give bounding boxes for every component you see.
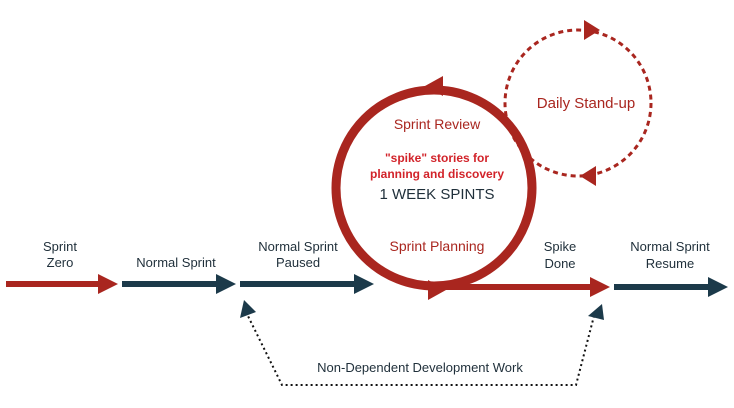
normal-sprint-resume-arrow — [614, 277, 728, 297]
standup-arrowhead-top-icon — [584, 20, 600, 40]
normal-sprint-resume-label-line1: Normal Sprint — [630, 239, 710, 254]
normal-sprint-resume-label-line2: Resume — [646, 256, 694, 271]
daily-standup-cycle — [503, 20, 653, 186]
spike-done-label-line1: Spike — [544, 239, 577, 254]
sprint-cycle-circle — [331, 76, 537, 300]
spike-stories-label-line2: planning and discovery — [370, 167, 504, 181]
sprint-review-label: Sprint Review — [394, 116, 481, 132]
non-dependent-work-label: Non-Dependent Development Work — [317, 360, 523, 375]
dotted-arrowhead-left-icon — [240, 300, 256, 318]
spike-done-arrow — [440, 277, 610, 297]
normal-sprint-arrow — [122, 274, 236, 294]
normal-sprint-paused-label-line2: Paused — [276, 255, 320, 270]
normal-sprint-paused-label-line1: Normal Sprint — [258, 239, 338, 254]
normal-sprint-label: Normal Sprint — [136, 255, 216, 270]
daily-standup-label: Daily Stand-up — [537, 95, 635, 112]
sprint-planning-label: Sprint Planning — [390, 238, 485, 254]
sprint-zero-label-line2: Zero — [47, 255, 74, 270]
normal-sprint-paused-arrow — [240, 274, 374, 294]
spike-done-label-line2: Done — [544, 256, 575, 271]
sprint-zero-label-line1: Sprint — [43, 239, 77, 254]
spike-stories-label-line1: "spike" stories for — [385, 151, 489, 165]
non-dependent-work-path — [240, 300, 604, 386]
dotted-arrowhead-right-icon — [588, 304, 604, 320]
cycle-arrowhead-top-icon — [425, 76, 443, 96]
cycle-arrowhead-bottom-icon — [428, 280, 446, 300]
sprint-zero-arrow — [6, 274, 118, 294]
standup-arrowhead-bottom-icon — [580, 166, 596, 186]
week-sprints-label: 1 WEEK SPINTS — [379, 186, 494, 203]
